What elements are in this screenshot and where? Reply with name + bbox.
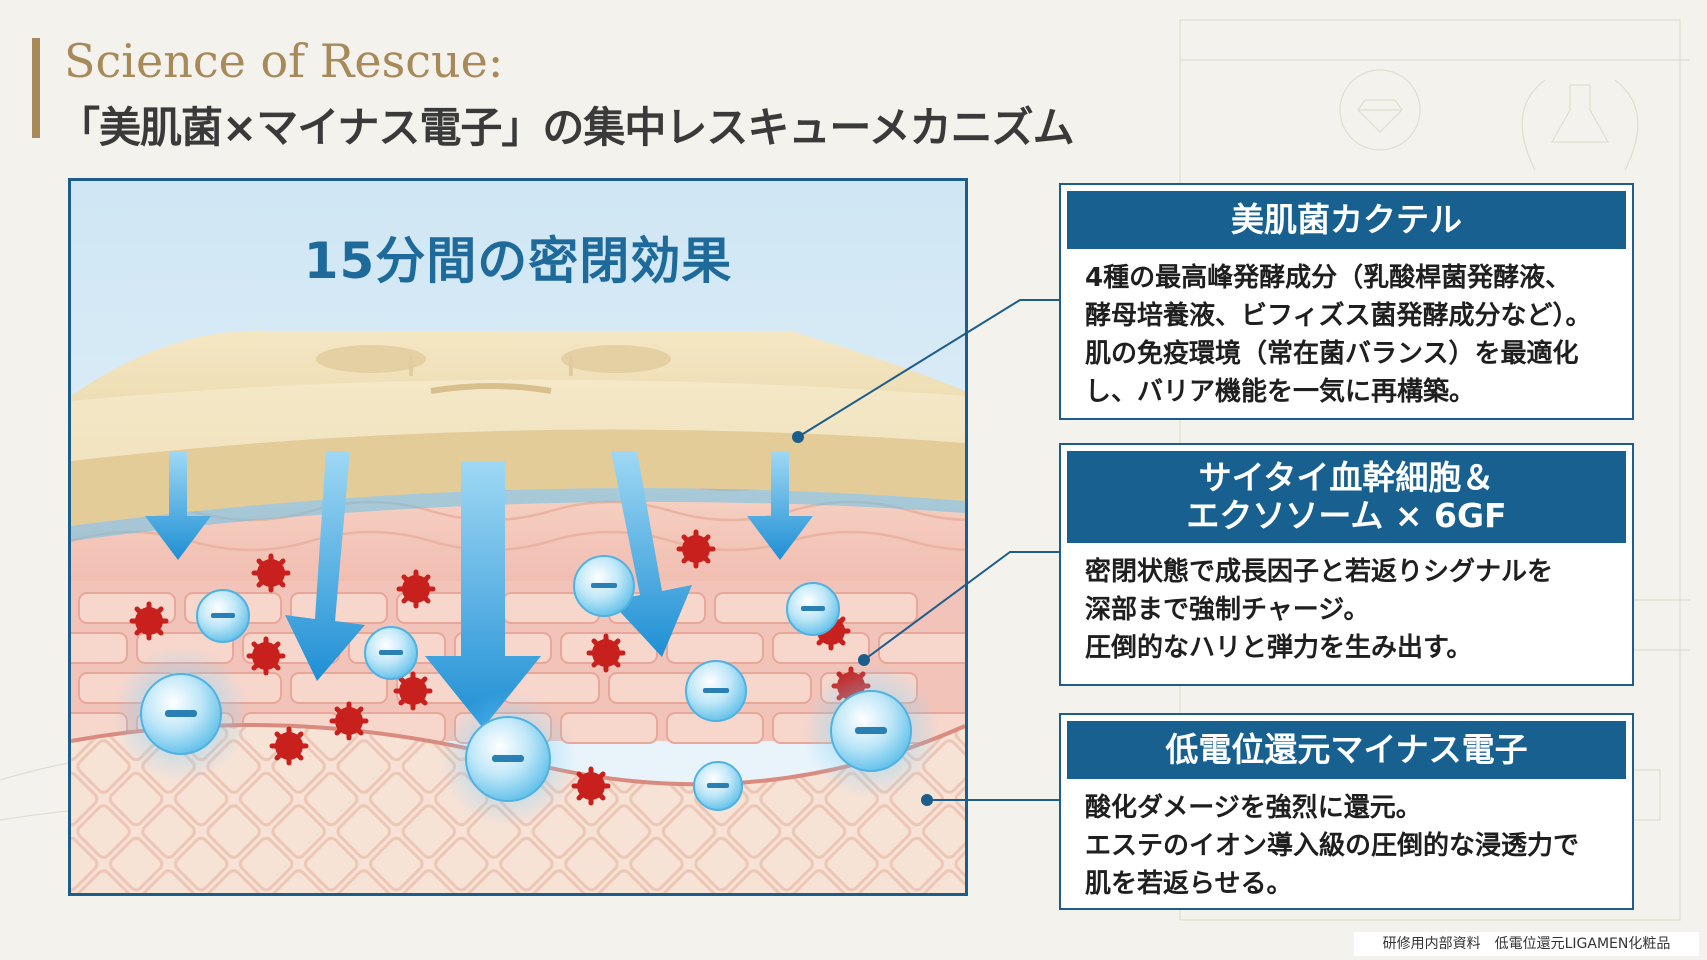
skin-diagram: 15分間の密閉効果 (68, 178, 968, 896)
panel-text-line: エステのイオン導入級の圧倒的な浸透力で (1085, 831, 1580, 861)
title-accent-bar (32, 38, 40, 138)
panel-text-line: 肌を若返らせる。 (1085, 869, 1293, 899)
panel-title: 低電位還元マイナス電子 (1067, 721, 1626, 779)
panel-title-line: サイタイ血幹細胞＆ (1198, 458, 1495, 497)
panel-bifido-cocktail: 美肌菌カクテル 4種の最高峰発酵成分（乳酸桿菌発酵液、 酵母培養液、ビフィズス菌… (1059, 183, 1634, 420)
panel-title: 美肌菌カクテル (1067, 191, 1626, 249)
panel-title-line: エクソソーム × 6GF (1186, 496, 1507, 535)
footer-note: 研修用内部資料 低電位還元LIGAMEN化粧品 (1354, 932, 1699, 956)
panel-stem-cell-exosome: サイタイ血幹細胞＆ エクソソーム × 6GF 密閉状態で成長因子と若返りシグナル… (1059, 443, 1634, 686)
panel-text-line: 酸化ダメージを強烈に還元。 (1085, 793, 1422, 823)
panel-text-line: 圧倒的なハリと弾力を生み出す。 (1085, 633, 1473, 663)
panel-title: サイタイ血幹細胞＆ エクソソーム × 6GF (1067, 451, 1626, 543)
panel-text-line: し、バリア機能を一気に再構築。 (1085, 377, 1476, 407)
page-title-english: Science of Rescue: (64, 34, 504, 88)
panel-text-line: 深部まで強制チャージ。 (1085, 595, 1370, 625)
panel-text-line: 4種の最高峰発酵成分（乳酸桿菌発酵液、 (1085, 263, 1572, 293)
panel-text-line: 酵母培養液、ビフィズス菌発酵成分など）。 (1085, 301, 1592, 331)
panel-text-line: 密閉状態で成長因子と若返りシグナルを (1085, 557, 1554, 587)
page-title-japanese: 「美肌菌×マイナス電子」の集中レスキューメカニズム (58, 103, 1075, 152)
panel-minus-electron: 低電位還元マイナス電子 酸化ダメージを強烈に還元。 エステのイオン導入級の圧倒的… (1059, 713, 1634, 910)
panel-text-line: 肌の免疫環境（常在菌バランス）を最適化 (1085, 339, 1579, 369)
occlusion-label: 15分間の密閉効果 (303, 232, 733, 290)
skin-cross-section (71, 181, 965, 893)
penetration-arrows (145, 451, 813, 728)
minus-electrons (113, 555, 939, 827)
